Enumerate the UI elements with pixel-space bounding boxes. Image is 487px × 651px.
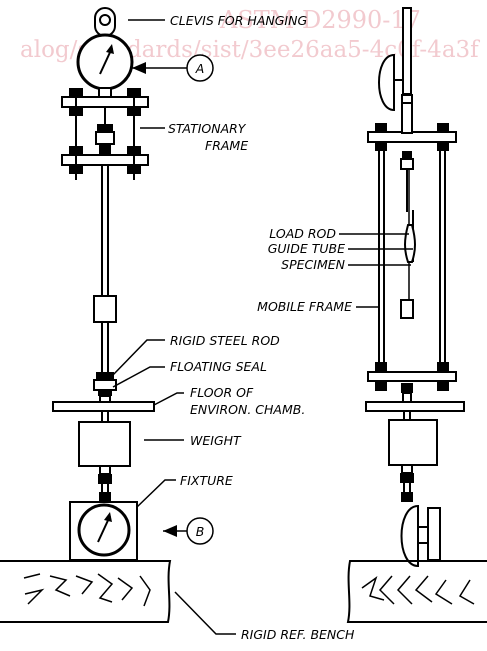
label-mobile-frame: MOBILE FRAME	[257, 299, 352, 314]
callout-b-label: B	[196, 524, 205, 539]
label-floor-of: FLOOR OF	[190, 385, 254, 400]
callout-circle-a	[186, 54, 214, 82]
label-rigid-steel-rod: RIGID STEEL ROD	[170, 333, 280, 348]
label-fixture: FIXTURE	[180, 473, 233, 488]
label-weight: WEIGHT	[190, 433, 242, 448]
side-dial-gauge	[378, 53, 395, 112]
front-view-assembly	[52, 7, 155, 561]
rod-coupling	[93, 295, 117, 323]
chamber-floor	[52, 401, 155, 412]
bench-right	[346, 560, 487, 623]
side-weight-block	[388, 419, 438, 466]
label-stationary: STATIONARY	[168, 121, 247, 136]
bench-left	[0, 560, 172, 623]
label-rigid-ref-bench: RIGID REF. BENCH	[241, 627, 355, 642]
leader-lines	[111, 19, 413, 635]
side-view-assembly	[365, 7, 465, 568]
side-chamber-floor	[365, 401, 465, 412]
callout-a-label: A	[195, 61, 205, 76]
fixture-gauge-b	[69, 501, 138, 561]
dial-gauge-a	[76, 33, 134, 98]
watermark-line-1: ASTM D2990-17	[219, 6, 421, 34]
label-environ-chamb: ENVIRON. CHAMB.	[190, 402, 305, 417]
label-frame: FRAME	[205, 138, 248, 153]
clevis	[94, 7, 116, 37]
label-clevis: CLEVIS FOR HANGING	[170, 13, 307, 28]
callout-circle-b	[186, 517, 214, 545]
side-gauge-b	[400, 504, 419, 568]
label-floating-seal: FLOATING SEAL	[170, 359, 267, 374]
label-specimen: SPECIMEN	[281, 257, 345, 272]
side-mobile-block	[400, 299, 414, 319]
label-guide-tube: GUIDE TUBE	[268, 241, 345, 256]
stationary-frame	[61, 88, 149, 180]
weight-block	[78, 421, 131, 467]
specimen	[404, 224, 416, 263]
label-load-rod: LOAD ROD	[269, 226, 336, 241]
